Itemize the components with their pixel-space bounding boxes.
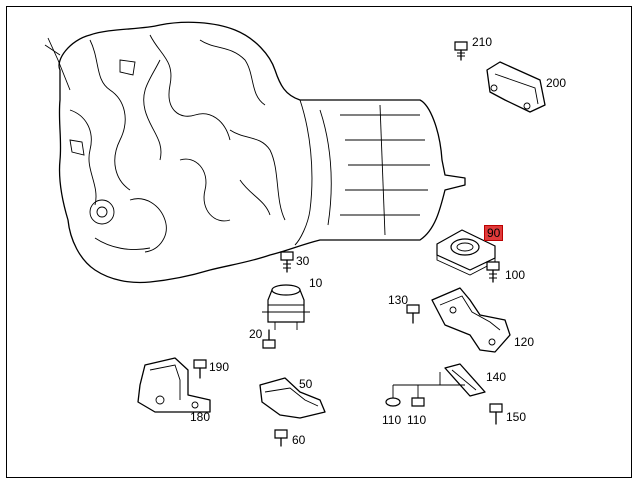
part-10-engine-mount[interactable] [262,284,310,330]
callout-190[interactable]: 190 [209,360,230,374]
part-180-bracket[interactable] [137,357,211,413]
part-210-bolt[interactable] [454,41,468,61]
callout-50[interactable]: 50 [299,377,313,391]
engine-transmission-assembly [44,21,466,284]
callout-100[interactable]: 100 [505,268,526,282]
part-200-bracket[interactable] [486,61,546,113]
part-100-bolt[interactable] [486,261,500,283]
part-140-plate[interactable] [444,363,486,397]
callout-110-right[interactable]: 110 [407,413,427,427]
callout-110-left[interactable]: 110 [382,413,402,427]
callout-140[interactable]: 140 [486,370,507,384]
callout-180[interactable]: 180 [190,410,211,424]
callout-130[interactable]: 130 [388,293,409,307]
part-90-transmission-mount[interactable] [436,229,496,276]
part-120-crossmember[interactable] [431,287,511,353]
part-60-bolt[interactable] [274,429,288,447]
part-30-bolt[interactable] [280,251,294,273]
part-50-heat-shield[interactable] [259,377,326,419]
part-190-bolt[interactable] [193,359,207,379]
callout-10[interactable]: 10 [309,276,323,290]
callout-120[interactable]: 120 [514,335,535,349]
callout-150[interactable]: 150 [506,410,527,424]
callout-90-highlighted[interactable]: 90 [484,225,504,241]
callout-20[interactable]: 20 [249,327,263,341]
callout-200[interactable]: 200 [546,76,567,90]
part-150-bolt[interactable] [489,403,503,425]
part-20-nut[interactable] [262,329,276,349]
callout-210[interactable]: 210 [472,35,493,49]
callout-60[interactable]: 60 [292,433,306,447]
callout-30[interactable]: 30 [296,254,310,268]
part-110-group[interactable] [385,372,465,407]
part-130-bolt[interactable] [406,304,420,324]
